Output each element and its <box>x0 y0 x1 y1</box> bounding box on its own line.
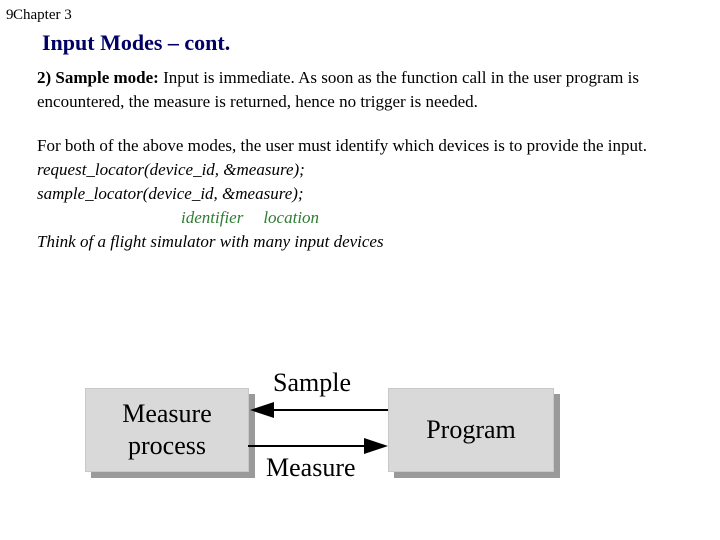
chapter-label: Chapter 3 <box>13 7 72 23</box>
measure-process-box: Measure process <box>85 388 249 472</box>
location-annotation: location <box>263 208 320 227</box>
request-locator-code: request_locator(device_id, &measure); <box>37 160 305 179</box>
sample-arrow <box>250 402 388 418</box>
measure-arrow-label: Measure <box>266 453 356 482</box>
slide-title: Input Modes – cont. <box>42 30 231 55</box>
program-label: Program <box>426 415 516 444</box>
sample-mode-lead: 2) Sample mode: <box>37 68 159 87</box>
measure-process-line1: Measure <box>122 399 212 428</box>
device-id-text: For both of the above modes, the user mu… <box>37 136 647 155</box>
flight-simulator-note: Think of a flight simulator with many in… <box>37 232 384 251</box>
measure-arrow <box>248 438 388 454</box>
sample-arrow-label: Sample <box>273 368 351 397</box>
program-box: Program <box>388 388 554 472</box>
sample-locator-code: sample_locator(device_id, &measure); <box>37 184 304 203</box>
slide-number: 9 <box>6 7 14 23</box>
device-id-paragraph: For both of the above modes, the user mu… <box>37 134 697 254</box>
sample-mode-text: Input is immediate. As soon as the funct… <box>37 68 639 111</box>
sample-mode-paragraph: 2) Sample mode: Input is immediate. As s… <box>37 66 697 114</box>
measure-process-line2: process <box>128 431 206 460</box>
code-annotations: identifier location <box>37 206 697 230</box>
identifier-annotation: identifier <box>181 208 244 227</box>
